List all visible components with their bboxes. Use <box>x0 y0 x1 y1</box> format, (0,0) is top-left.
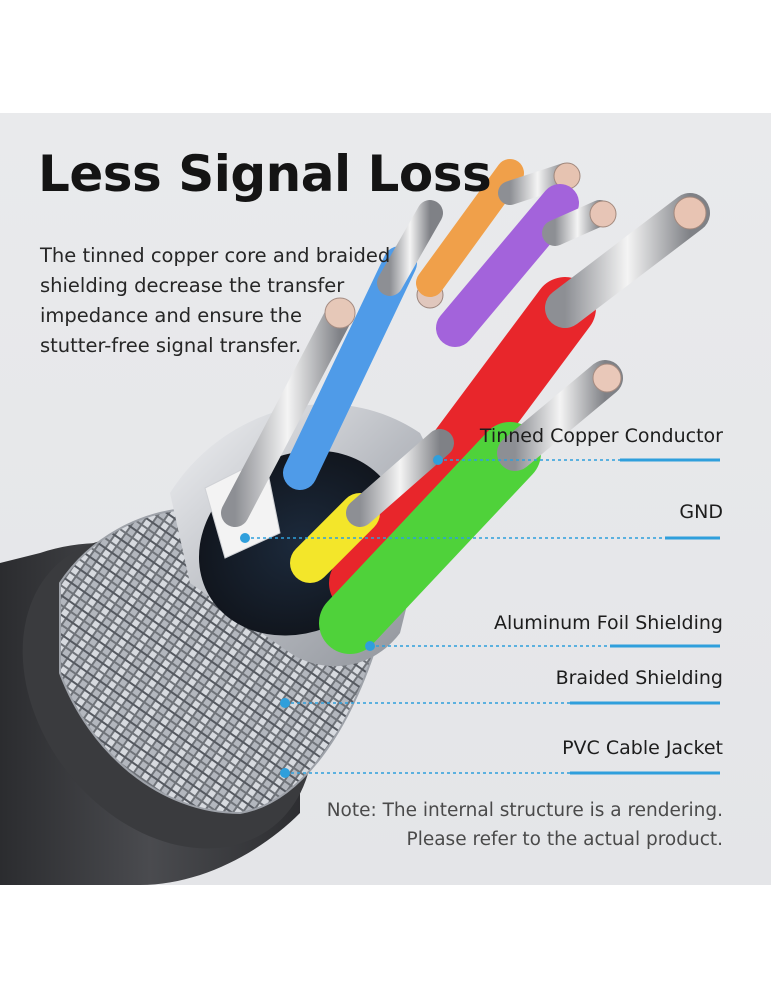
yellow-wire-core <box>346 429 454 527</box>
description-line: The tinned copper core and braided <box>40 244 391 267</box>
green-wire <box>319 422 541 654</box>
description-line: shielding decrease the transfer <box>40 274 345 297</box>
description-line: stutter-free signal transfer. <box>40 334 302 357</box>
cable-cross-section-illustration <box>0 159 720 885</box>
orange-wire <box>416 159 524 297</box>
label-aluminum-foil-shielding: Aluminum Foil Shielding <box>493 612 723 634</box>
note-line: Note: The internal structure is a render… <box>326 800 723 821</box>
label-gnd: GND <box>679 501 723 523</box>
green-wire-core <box>497 360 623 471</box>
callout-dots <box>240 455 443 778</box>
description: The tinned copper core and braided shiel… <box>40 241 420 361</box>
label-pvc-cable-jacket: PVC Cable Jacket <box>562 737 723 759</box>
disclaimer-note: Note: The internal structure is a render… <box>327 796 723 854</box>
note-line: Please refer to the actual product. <box>406 829 723 850</box>
purple-wire <box>436 184 579 347</box>
white-wire-core <box>221 299 354 527</box>
product-panel: Less Signal Loss The tinned copper core … <box>0 113 771 885</box>
description-line: impedance and ensure the <box>40 304 302 327</box>
red-wire-core <box>545 193 710 328</box>
callout-line-accents <box>570 458 720 775</box>
label-braided-shielding: Braided Shielding <box>555 667 723 689</box>
headline: Less Signal Loss <box>38 145 492 203</box>
blue-wire-core <box>377 200 443 296</box>
label-tinned-copper-conductor: Tinned Copper Conductor <box>479 425 723 447</box>
blue-wire <box>283 246 417 490</box>
